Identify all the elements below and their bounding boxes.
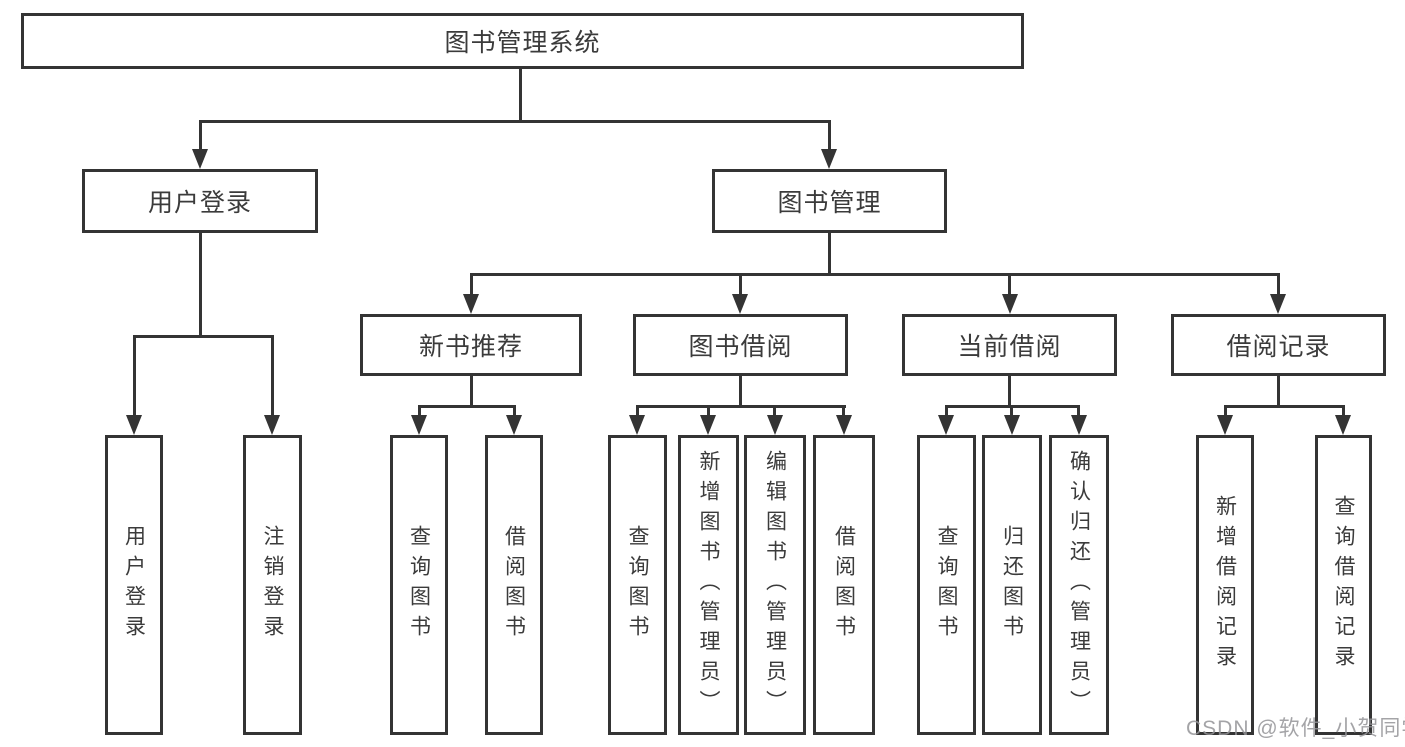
node-current-borrow: 当前借阅 (902, 314, 1117, 376)
csdn-watermark: CSDN @软件_小贺同学 (1186, 717, 1405, 740)
connector-borrow-bus (636, 405, 846, 408)
leaf-confirm-return-admin-label: 确认归还（管理员） (1067, 450, 1091, 720)
arrowhead-records-leaf1 (1217, 415, 1233, 435)
node-book-mgmt: 图书管理 (712, 169, 947, 233)
connector-drop-borrow (739, 273, 742, 296)
connector-drop-records (1277, 273, 1280, 296)
leaf-borrow-books-recommend-label: 借阅图书 (502, 525, 526, 645)
leaf-add-books-admin: 新增图书（管理员） (678, 435, 739, 735)
node-new-book-rec: 新书推荐 (360, 314, 582, 376)
arrowhead-current-leaf1 (938, 415, 954, 435)
node-book-borrow: 图书借阅 (633, 314, 848, 376)
arrowhead-borrow-leaf4 (836, 415, 852, 435)
leaf-borrow-books: 借阅图书 (813, 435, 875, 735)
leaf-query-borrow-record-label: 查询借阅记录 (1332, 495, 1355, 675)
leaf-user-login-label: 用户登录 (122, 525, 146, 645)
connector-rec-stem (470, 376, 473, 407)
leaf-return-books-label: 归还图书 (1000, 525, 1024, 645)
leaf-return-books: 归还图书 (982, 435, 1042, 735)
connector-login-stem (199, 233, 202, 337)
connector-mgmt-stem (828, 233, 831, 276)
arrowhead-login-leaf2 (264, 415, 280, 435)
connector-drop-borrow-leaf4 (842, 405, 845, 417)
arrowhead-recommend (463, 294, 479, 314)
connector-rec-bus (418, 405, 516, 408)
connector-drop-login-leaf1 (133, 335, 136, 417)
leaf-query-books-recommend-label: 查询图书 (407, 525, 431, 645)
connector-drop-rec-leaf1 (418, 405, 421, 417)
arrowhead-rec-leaf2 (506, 415, 522, 435)
node-borrow-records: 借阅记录 (1171, 314, 1386, 376)
arrowhead-borrow-leaf1 (629, 415, 645, 435)
arrowhead-records-leaf2 (1335, 415, 1351, 435)
connector-drop-borrow-leaf1 (636, 405, 639, 417)
leaf-add-borrow-record-label: 新增借阅记录 (1213, 495, 1237, 675)
connector-records-stem (1277, 376, 1280, 407)
leaf-edit-books-admin-label: 编辑图书（管理员） (763, 450, 787, 720)
connector-login-bus (133, 335, 274, 338)
leaf-user-login: 用户登录 (105, 435, 163, 735)
connector-drop-current-leaf2 (1010, 405, 1013, 417)
node-user-login: 用户登录 (82, 169, 318, 233)
leaf-add-books-admin-label: 新增图书（管理员） (697, 450, 720, 720)
connector-drop-current (1008, 273, 1011, 296)
node-new-book-rec-label: 新书推荐 (418, 333, 523, 361)
node-book-mgmt-label: 图书管理 (777, 189, 882, 217)
connector-borrow-stem (739, 376, 742, 407)
connector-drop-borrow-leaf2 (707, 405, 710, 417)
connector-root-stem (519, 69, 522, 123)
connector-current-stem (1008, 376, 1011, 407)
node-user-login-label: 用户登录 (147, 189, 252, 217)
leaf-query-books-current-label: 查询图书 (935, 525, 958, 645)
node-book-borrow-label: 图书借阅 (688, 333, 793, 361)
connector-drop-current-leaf3 (1077, 405, 1080, 417)
arrowhead-current (1002, 294, 1018, 314)
connector-drop-rec-leaf2 (513, 405, 516, 417)
leaf-query-books-current: 查询图书 (917, 435, 976, 735)
node-root: 图书管理系统 (21, 13, 1024, 69)
leaf-edit-books-admin: 编辑图书（管理员） (744, 435, 806, 735)
leaf-query-books-borrow-label: 查询图书 (626, 525, 649, 645)
arrowhead-login-leaf1 (126, 415, 142, 435)
arrowhead-current-leaf3 (1071, 415, 1087, 435)
leaf-borrow-books-label: 借阅图书 (832, 525, 856, 645)
arrowhead-borrow-leaf2 (700, 415, 716, 435)
arrowhead-book-mgmt (821, 149, 837, 169)
connector-mgmt-bus (470, 273, 1280, 276)
node-borrow-records-label: 借阅记录 (1226, 333, 1331, 361)
connector-drop-recommend (470, 273, 473, 296)
leaf-confirm-return-admin: 确认归还（管理员） (1049, 435, 1109, 735)
node-current-borrow-label: 当前借阅 (957, 333, 1062, 361)
arrowhead-user-login (192, 149, 208, 169)
arrowhead-borrow (732, 294, 748, 314)
connector-root-bus (199, 120, 831, 123)
connector-drop-current-leaf1 (945, 405, 948, 417)
connector-drop-login-leaf2 (271, 335, 274, 417)
connector-drop-user-login (199, 120, 202, 151)
leaf-query-books-borrow: 查询图书 (608, 435, 667, 735)
connector-drop-borrow-leaf3 (773, 405, 776, 417)
leaf-add-borrow-record: 新增借阅记录 (1196, 435, 1254, 735)
leaf-logout-label: 注销登录 (261, 525, 284, 645)
leaf-query-books-recommend: 查询图书 (390, 435, 448, 735)
connector-drop-book-mgmt (828, 120, 831, 151)
arrowhead-borrow-leaf3 (767, 415, 783, 435)
arrowhead-rec-leaf1 (411, 415, 427, 435)
arrowhead-records (1270, 294, 1286, 314)
leaf-query-borrow-record: 查询借阅记录 (1315, 435, 1372, 735)
node-root-label: 图书管理系统 (444, 29, 601, 57)
connector-records-bus (1224, 405, 1345, 408)
connector-drop-records-leaf1 (1224, 405, 1227, 417)
leaf-logout: 注销登录 (243, 435, 302, 735)
leaf-borrow-books-recommend: 借阅图书 (485, 435, 543, 735)
connector-drop-records-leaf2 (1342, 405, 1345, 417)
arrowhead-current-leaf2 (1004, 415, 1020, 435)
